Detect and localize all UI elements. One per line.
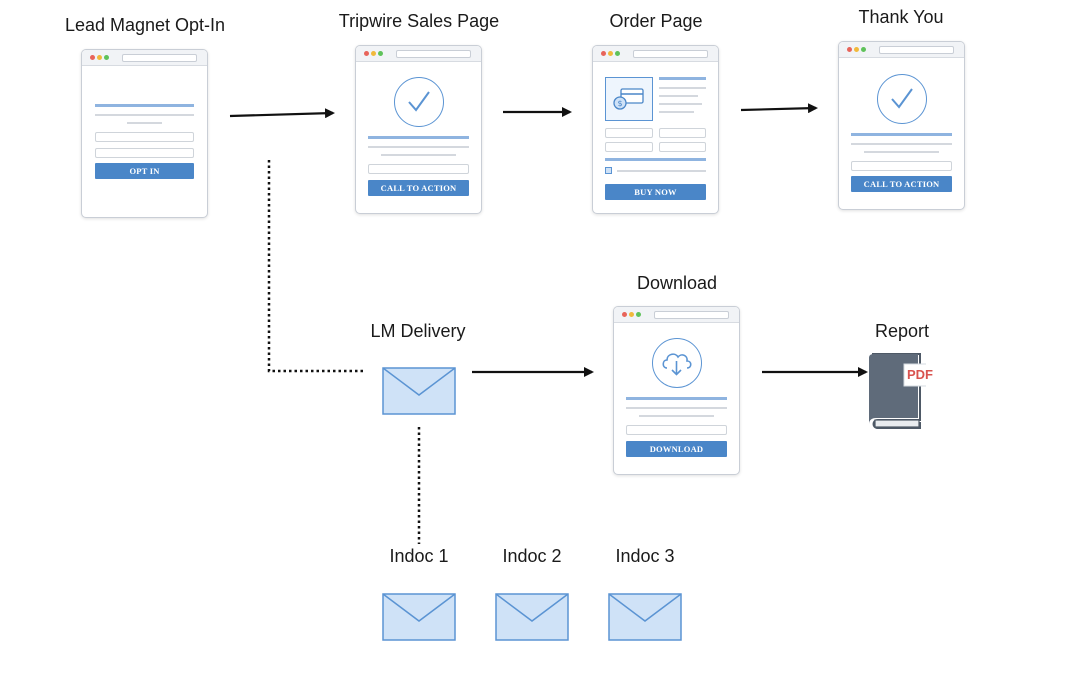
tripwire-label: Tripwire Sales Page [338, 11, 500, 31]
indoc-3-label: Indoc 3 [615, 546, 675, 566]
download-page: DOWNLOAD [613, 306, 740, 475]
indoc-1-label: Indoc 1 [389, 546, 449, 566]
thank-you-page: CALL TO ACTION [838, 41, 965, 210]
download-label: Download [636, 273, 718, 293]
browser-window-icon [82, 50, 207, 66]
report-label: Report [874, 321, 930, 341]
browser-window-icon [614, 307, 739, 323]
checkmark-circle-icon [394, 77, 444, 127]
dotted-optin-to-delivery [267, 160, 366, 373]
opt-in-button: OPT IN [95, 163, 194, 179]
envelope-icon [382, 593, 456, 641]
browser-window-icon [356, 46, 481, 62]
arrow-optin-to-tripwire [229, 108, 335, 119]
lead-magnet-page: OPT IN [81, 49, 208, 218]
indoc-2-label: Indoc 2 [502, 546, 562, 566]
order-page-label: Order Page [609, 11, 703, 31]
pdf-book-icon: PDF [866, 352, 933, 430]
thank-you-label: Thank You [858, 7, 944, 27]
envelope-icon [495, 593, 569, 641]
call-to-action-button: CALL TO ACTION [851, 176, 952, 192]
arrow-order-to-thankyou [740, 103, 818, 114]
browser-window-icon [593, 46, 718, 62]
lead-magnet-label: Lead Magnet Opt-In [64, 15, 226, 35]
credit-card-icon: $ [605, 77, 653, 121]
svg-text:$: $ [617, 99, 622, 108]
checkmark-circle-icon [877, 74, 927, 124]
envelope-icon [608, 593, 682, 641]
cloud-download-icon [652, 338, 702, 388]
lm-delivery-label: LM Delivery [370, 321, 466, 341]
order-page: $ BUY NOW [592, 45, 719, 214]
buy-now-button: BUY NOW [605, 184, 706, 200]
envelope-icon [382, 367, 456, 415]
pdf-badge: PDF [907, 367, 933, 382]
download-button: DOWNLOAD [626, 441, 727, 457]
call-to-action-button: CALL TO ACTION [368, 180, 469, 196]
tripwire-sales-page: CALL TO ACTION [355, 45, 482, 214]
browser-window-icon [839, 42, 964, 58]
